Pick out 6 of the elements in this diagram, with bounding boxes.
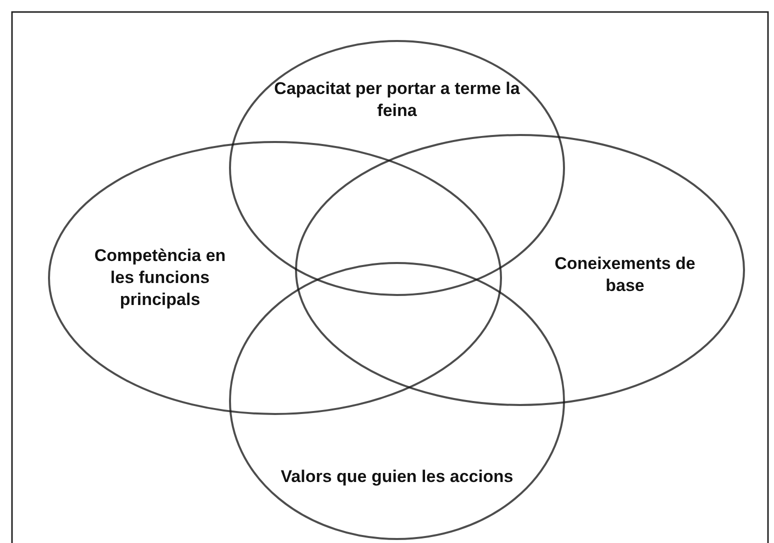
venn-ellipse <box>295 134 745 406</box>
ellipse-label: Coneixements de base <box>554 253 696 297</box>
ellipse-label: Capacitat per portar a terme la feina <box>273 78 521 122</box>
ellipse-label: Valors que guien les accions <box>280 466 514 488</box>
venn-ellipse <box>48 141 502 415</box>
ellipse-label: Competència en les funcions principals <box>93 245 227 311</box>
